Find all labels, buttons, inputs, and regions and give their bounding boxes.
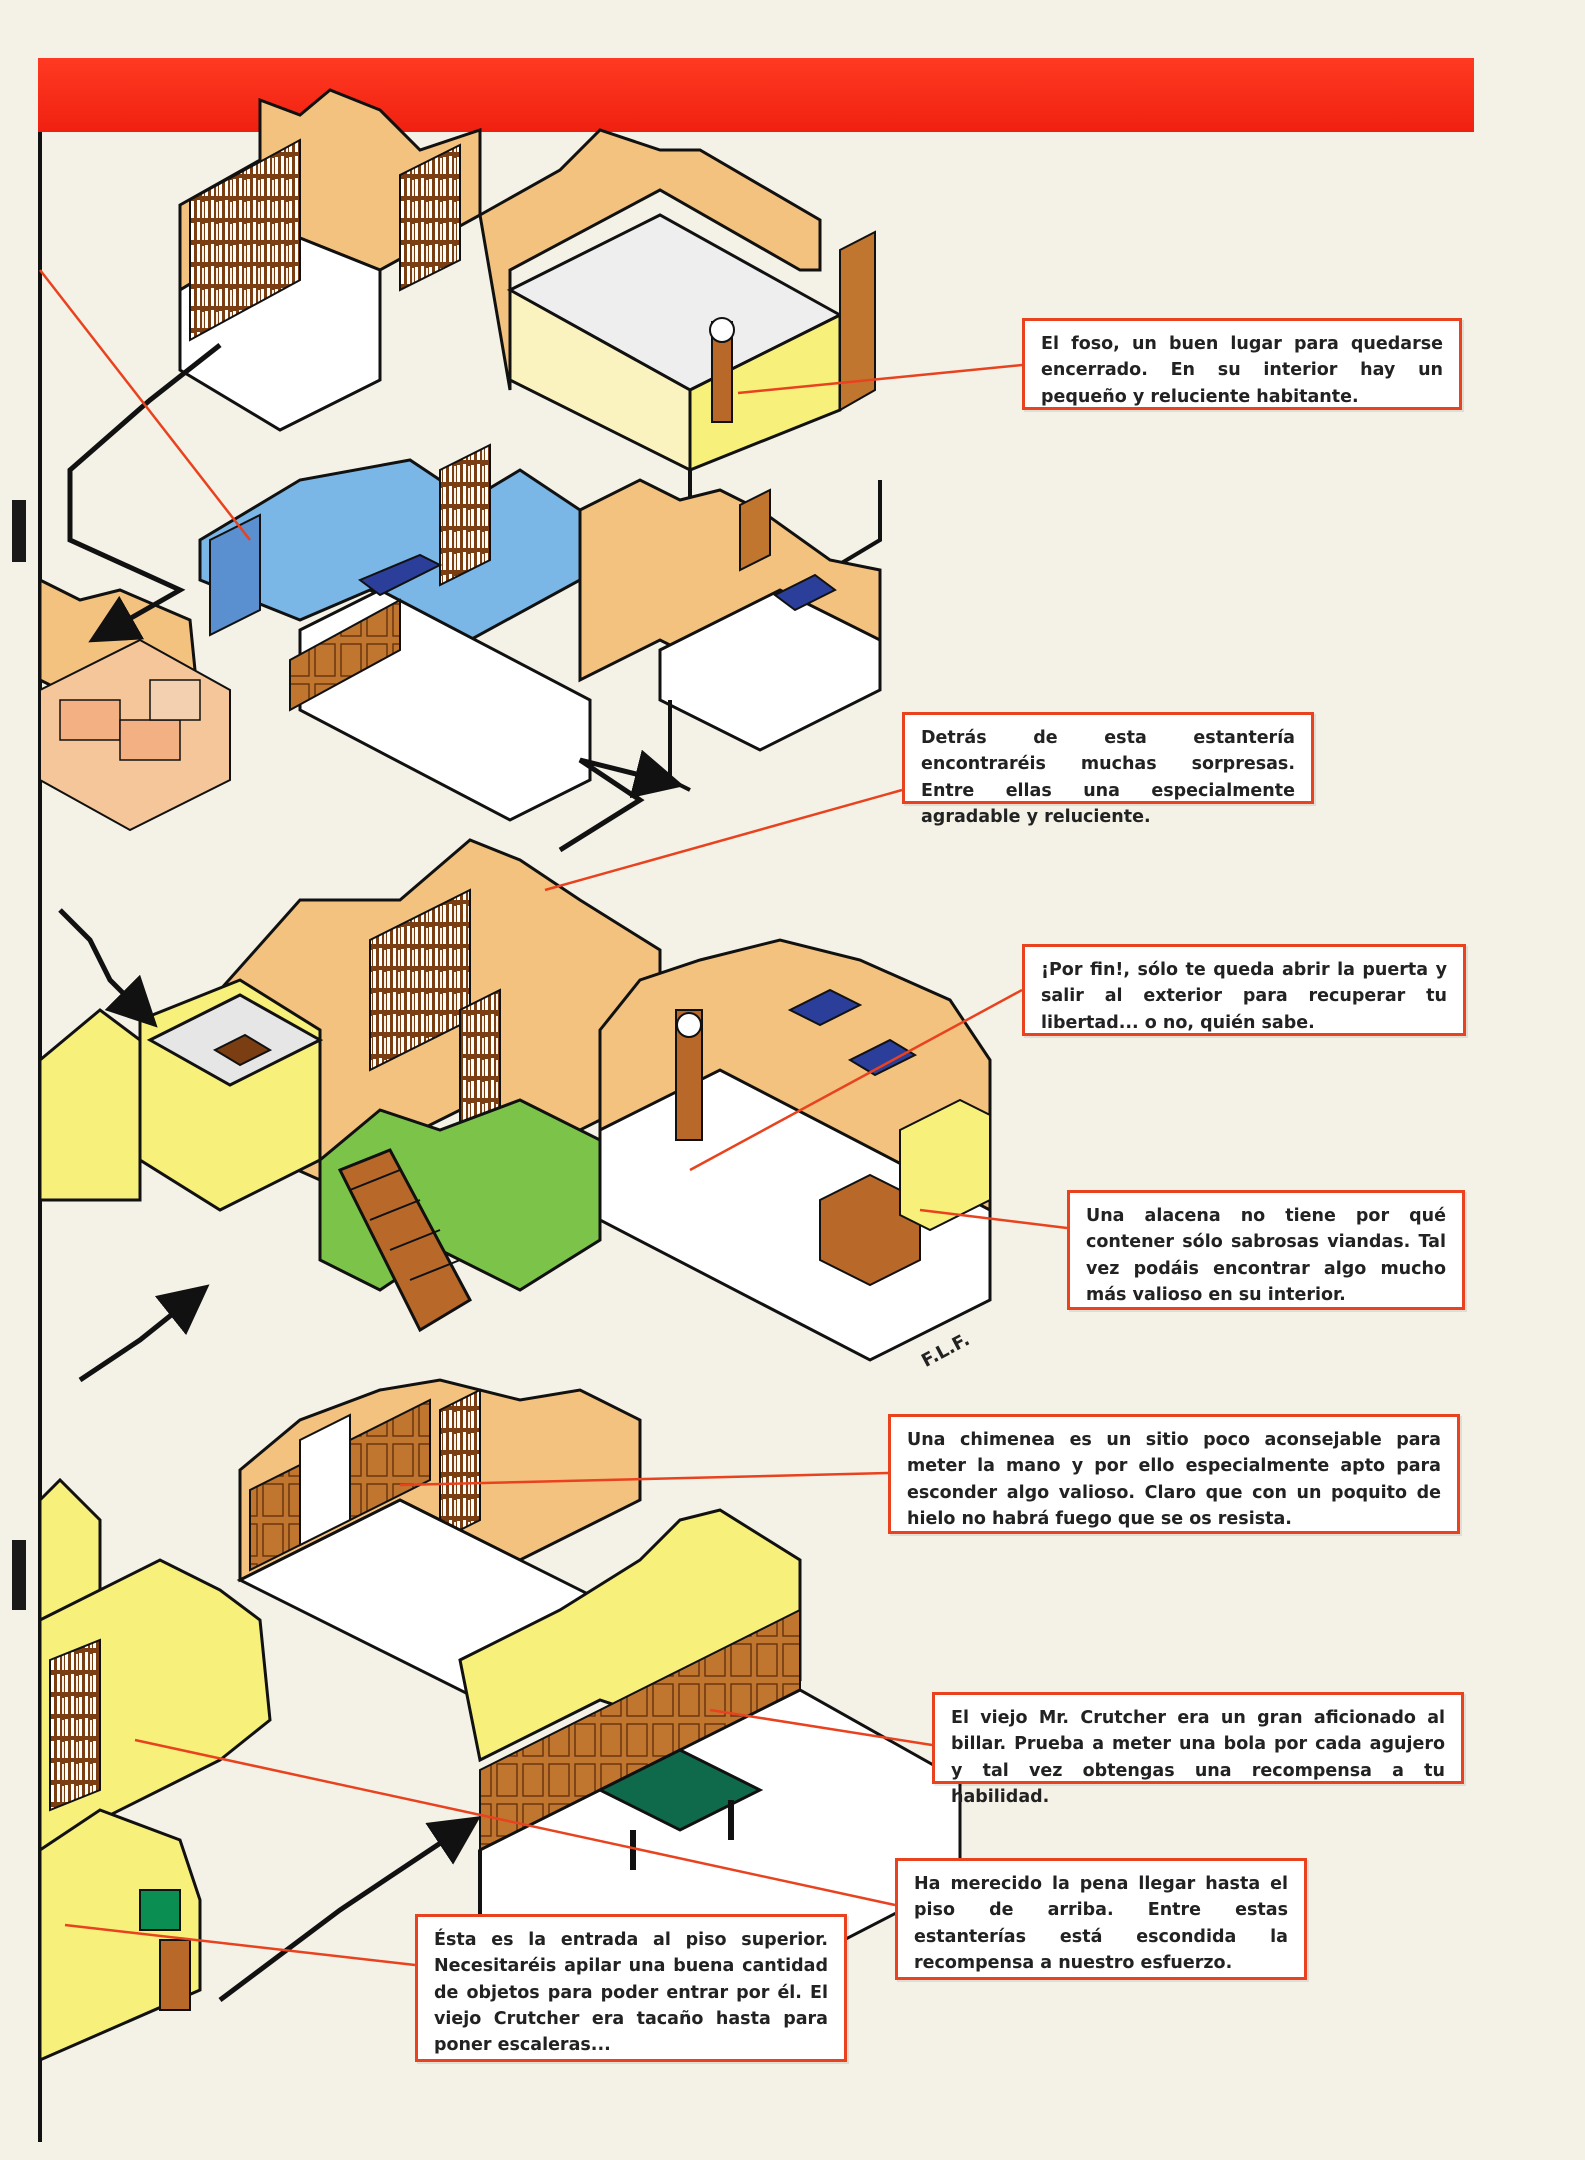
room-clock-bedroom: [598, 938, 992, 1362]
callout-door: ¡Por fin!, sólo te queda abrir la puerta…: [1022, 944, 1466, 1036]
callout-pantry: Una alacena no tiene por qué contener só…: [1067, 1190, 1465, 1310]
margin-mark-lower: [12, 1540, 26, 1610]
room-bedroom-blue: [198, 443, 592, 822]
margin-mark-upper: [12, 500, 26, 562]
callout-bookcase: Detrás de esta estantería encontraréis m…: [902, 712, 1314, 827]
callout-pit: El foso, un buen lugar para quedarse enc…: [1022, 318, 1462, 410]
room-left-dining: [38, 577, 231, 832]
route-arrows: [58, 343, 685, 2002]
room-central-library: [138, 838, 662, 1212]
room-pit: [478, 128, 882, 603]
callout-fireplace: Una chimenea es un sitio poco aconsejabl…: [888, 1414, 1460, 1534]
room-left-hall: [38, 1008, 142, 1202]
room-library-top: [178, 88, 482, 432]
callout-pointers: [39, 269, 1068, 1967]
room-left-bottom: [38, 1477, 272, 2063]
callout-upper-floor: Ha merecido la pena llegar hasta el piso…: [895, 1858, 1307, 1980]
callout-billiards: El viejo Mr. Crutcher era un gran aficio…: [932, 1692, 1464, 1807]
room-green-stairs: [318, 1098, 602, 1333]
callout-upper-entrance: Ésta es la entrada al piso superior. Nec…: [415, 1914, 847, 2062]
room-bedroom-orange: [578, 478, 882, 792]
